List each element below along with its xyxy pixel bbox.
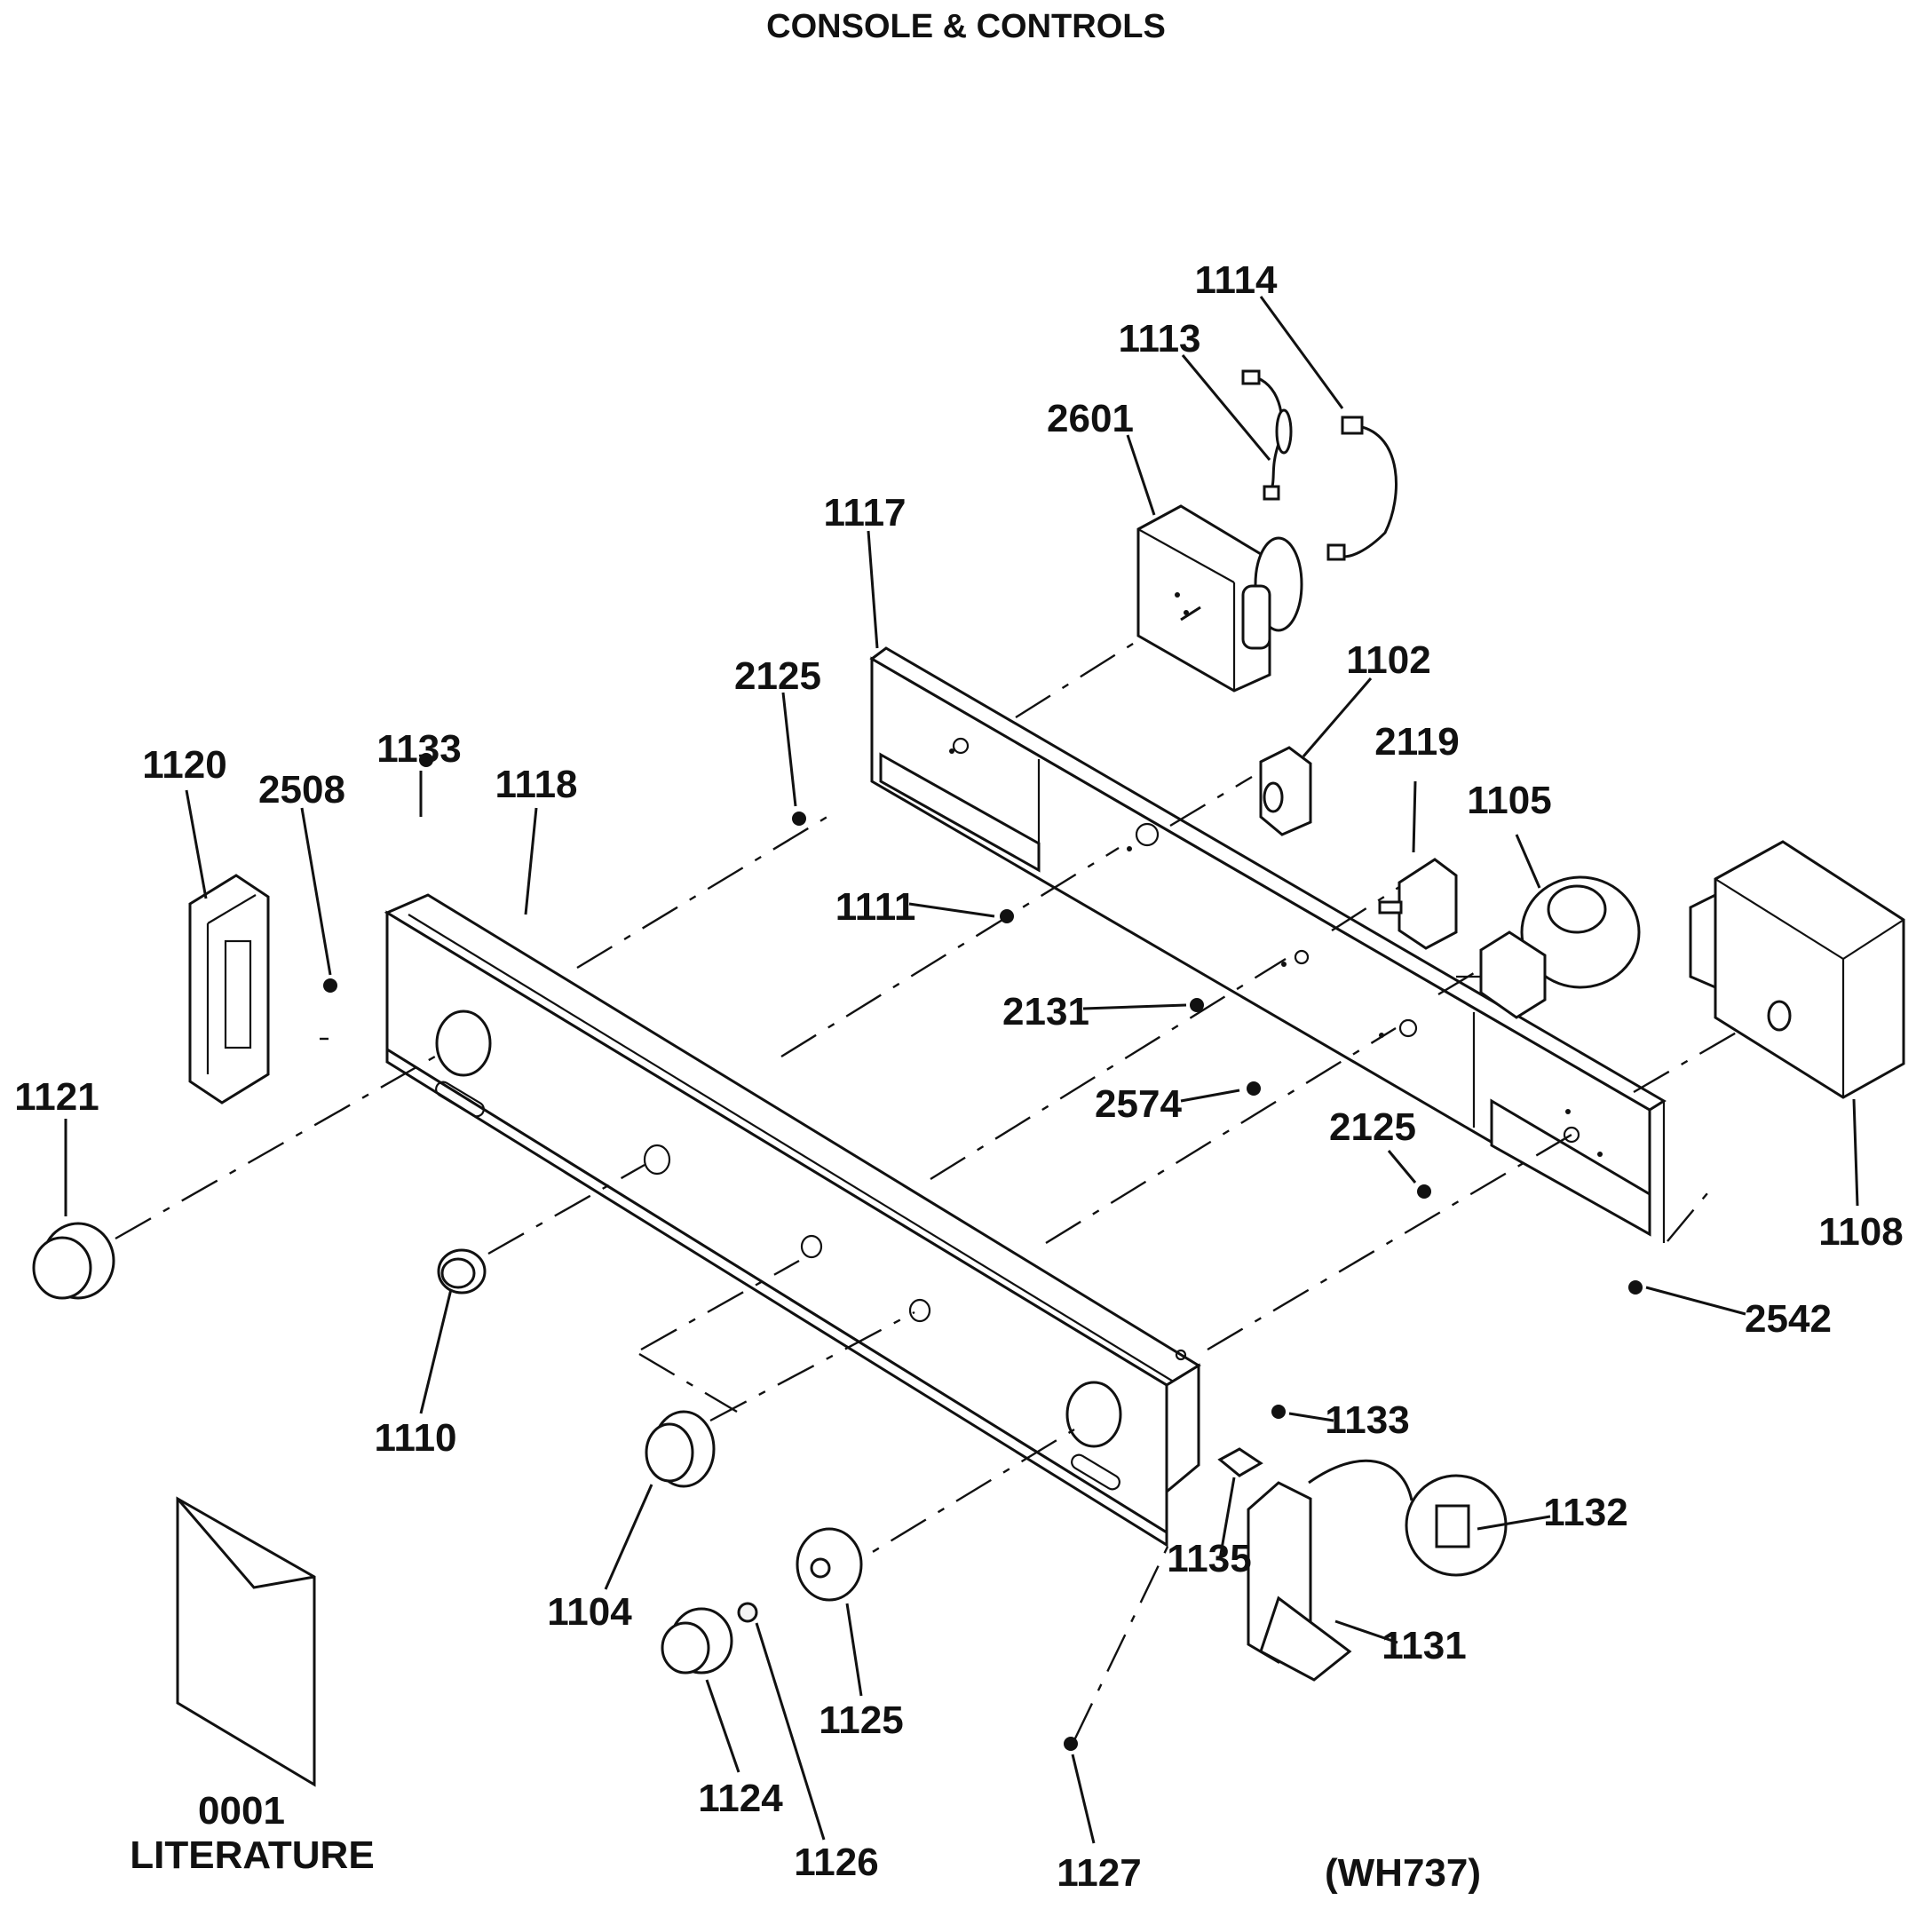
label-1117: 1117 <box>823 491 906 534</box>
pad-1135 <box>1217 1447 1263 1477</box>
label-2125-upper: 2125 <box>734 654 821 698</box>
dial-1125 <box>796 1527 863 1602</box>
rear-control-panel <box>869 646 1667 1243</box>
label-1125: 1125 <box>819 1698 903 1742</box>
knob-1121 <box>32 1222 115 1300</box>
wire-harness-a <box>1241 369 1293 501</box>
knob-1104 <box>645 1410 716 1488</box>
diagram-title: CONSOLE & CONTROLS <box>766 8 1166 45</box>
wire-harness-b <box>1326 416 1398 561</box>
alignment-lines <box>115 629 1757 1741</box>
leader-lines <box>64 296 1859 1844</box>
screws <box>323 753 1643 1751</box>
label-1102: 1102 <box>1346 638 1430 682</box>
label-1104: 1104 <box>547 1590 632 1634</box>
connector-1132 <box>1308 1459 1508 1577</box>
switch-1102 <box>1259 746 1312 836</box>
bracket-1120 <box>188 874 270 1105</box>
timer-assembly <box>1136 504 1303 693</box>
selector-1105 <box>1456 875 1641 1019</box>
label-1113: 1113 <box>1118 317 1200 360</box>
label-1135: 1135 <box>1167 1537 1251 1580</box>
label-1110: 1110 <box>374 1416 456 1460</box>
label-1132: 1132 <box>1543 1491 1627 1534</box>
label-1133-lower: 1133 <box>1325 1398 1409 1442</box>
label-1126: 1126 <box>794 1841 878 1884</box>
part-labels: 1114 1113 2601 1117 2125 1102 2119 1105 … <box>14 258 1903 1895</box>
label-2131: 2131 <box>1002 990 1089 1033</box>
bracket-1131 <box>1247 1481 1352 1682</box>
label-1105: 1105 <box>1467 779 1551 822</box>
label-1124: 1124 <box>698 1777 783 1820</box>
knob-1124 <box>661 1607 733 1675</box>
model-code: (WH737) <box>1325 1851 1481 1895</box>
label-1108: 1108 <box>1818 1210 1903 1254</box>
label-2542: 2542 <box>1745 1297 1832 1341</box>
label-2125-lower: 2125 <box>1329 1105 1416 1149</box>
switch-2119 <box>1378 858 1458 950</box>
label-1114: 1114 <box>1194 258 1278 302</box>
label-2508: 2508 <box>258 768 345 812</box>
label-1120: 1120 <box>142 743 226 787</box>
label-1127: 1127 <box>1057 1851 1141 1895</box>
label-2574: 2574 <box>1095 1082 1182 1126</box>
label-0001: 0001 <box>198 1789 285 1833</box>
label-1111: 1111 <box>835 885 916 929</box>
label-literature: LITERATURE <box>130 1833 374 1877</box>
control-box-1108 <box>1689 840 1905 1099</box>
clip-1126 <box>737 1602 758 1623</box>
label-1131: 1131 <box>1382 1624 1466 1667</box>
button-1110 <box>437 1248 487 1295</box>
label-1118: 1118 <box>495 763 577 806</box>
label-1121: 1121 <box>14 1075 99 1119</box>
label-2119: 2119 <box>1374 720 1459 764</box>
label-2601: 2601 <box>1047 397 1134 440</box>
console-panel <box>384 893 1201 1548</box>
label-1133-upper: 1133 <box>376 727 461 771</box>
literature-booklet <box>176 1496 316 1787</box>
